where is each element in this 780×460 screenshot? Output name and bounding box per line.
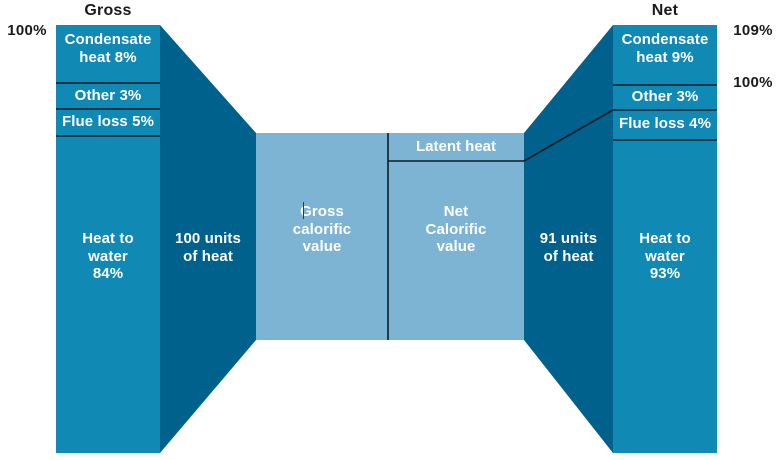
net-band-heat-to-water: [613, 140, 717, 453]
net-calorific-value-area: [388, 161, 524, 340]
gross-stack-group: [56, 25, 160, 453]
text-caret: [303, 202, 304, 219]
gross-band-condensate-heat: [56, 25, 160, 83]
gross-band-flue-loss: [56, 109, 160, 136]
net-band-flue-loss: [613, 110, 717, 140]
gross-calorific-value-area: [256, 133, 388, 340]
gross-band-other: [56, 83, 160, 109]
net-flow-upper-edge: [523, 109, 614, 162]
latent-heat-area: [388, 133, 524, 161]
net-band-condensate-heat: [613, 25, 717, 85]
net-band-other: [613, 85, 717, 110]
gross-band-heat-to-water: [56, 136, 160, 453]
calorific-value-block: [256, 133, 524, 340]
net-flow-trapezoid: [524, 25, 613, 453]
net-stack-group: [613, 25, 717, 453]
gross-flow-trapezoid: [160, 25, 256, 453]
